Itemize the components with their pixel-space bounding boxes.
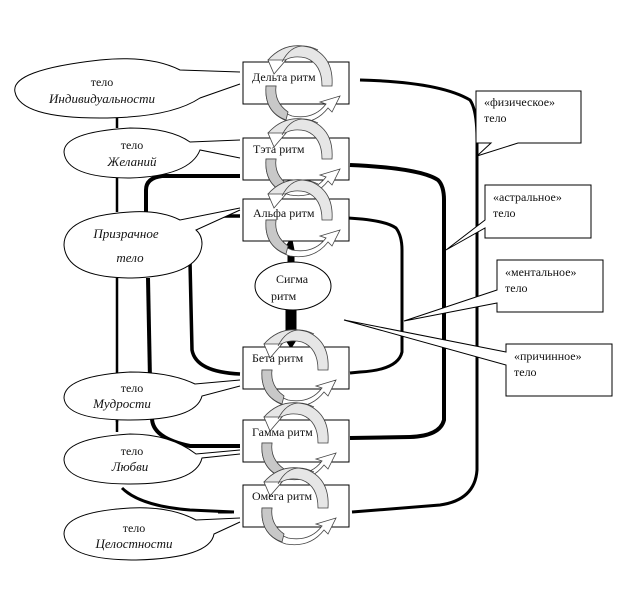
body-ghost[interactable]: Призрачное тело <box>63 207 241 279</box>
callout-physical[interactable]: «физическое» тело <box>475 90 582 157</box>
rhythm-delta[interactable]: Дельта ритм <box>242 45 350 124</box>
body-wisdom[interactable]: тело Мудрости <box>63 371 241 421</box>
callout-causal-line1: «причинное» <box>514 349 582 363</box>
body-individuality[interactable]: тело Индивидуальности <box>14 58 241 119</box>
body-desires[interactable]: тело Желаний <box>63 127 241 179</box>
body-ghost-line1: Призрачное <box>92 226 158 241</box>
sigma-line2: ритм <box>271 289 297 303</box>
callout-physical-line2: тело <box>484 111 507 125</box>
callout-causal-line2: тело <box>514 365 537 379</box>
rhythm-gamma[interactable]: Гамма ритм <box>242 402 350 481</box>
callout-physical-line1: «физическое» <box>484 95 555 109</box>
body-love[interactable]: тело Любви <box>63 433 241 485</box>
body-individuality-line2: Индивидуальности <box>48 91 155 106</box>
callout-causal[interactable]: «причинное» тело <box>343 319 613 397</box>
sigma-rhythm[interactable]: Сигма ритм <box>254 261 332 311</box>
callout-mental-line1: «ментальное» <box>505 265 577 279</box>
callout-mental-line2: тело <box>505 281 528 295</box>
rhythm-delta-label: Дельта ритм <box>252 70 316 84</box>
rhythm-beta-label: Бета ритм <box>252 351 304 365</box>
callout-astral[interactable]: «астральное» тело <box>445 184 592 251</box>
rhythm-omega-label: Омега ритм <box>252 489 313 503</box>
rhythm-boxes: Дельта ритм Тэта ритм Альфа ритм Бета ри… <box>242 45 350 546</box>
callouts: «физическое» тело «астральное» тело «мен… <box>343 90 613 397</box>
body-wisdom-line2: Мудрости <box>92 396 151 411</box>
body-desires-line1: тело <box>121 138 144 152</box>
body-loops <box>188 78 479 514</box>
body-integrity-line1: тело <box>123 521 146 535</box>
callout-mental[interactable]: «ментальное» тело <box>403 259 604 322</box>
sigma-line1: Сигма <box>276 272 309 286</box>
callout-astral-line1: «астральное» <box>493 190 562 204</box>
rhythm-alpha[interactable]: Альфа ритм <box>242 179 350 258</box>
body-wisdom-line1: тело <box>121 381 144 395</box>
body-ghost-line2: тело <box>116 250 144 265</box>
body-desires-line2: Желаний <box>106 154 157 169</box>
body-ellipses: тело Индивидуальности тело Желаний Призр… <box>14 58 241 561</box>
rhythm-beta[interactable]: Бета ритм <box>242 329 350 408</box>
body-love-line2: Любви <box>111 459 149 474</box>
rhythm-theta-label: Тэта ритм <box>253 142 305 156</box>
rhythm-omega[interactable]: Омега ритм <box>242 467 350 546</box>
body-integrity[interactable]: тело Целостности <box>63 507 241 561</box>
body-individuality-line1: тело <box>91 75 114 89</box>
body-love-line1: тело <box>121 444 144 458</box>
body-integrity-line2: Целостности <box>95 536 173 551</box>
rhythm-alpha-label: Альфа ритм <box>253 206 315 220</box>
rhythm-gamma-label: Гамма ритм <box>252 425 313 439</box>
callout-astral-line2: тело <box>493 206 516 220</box>
